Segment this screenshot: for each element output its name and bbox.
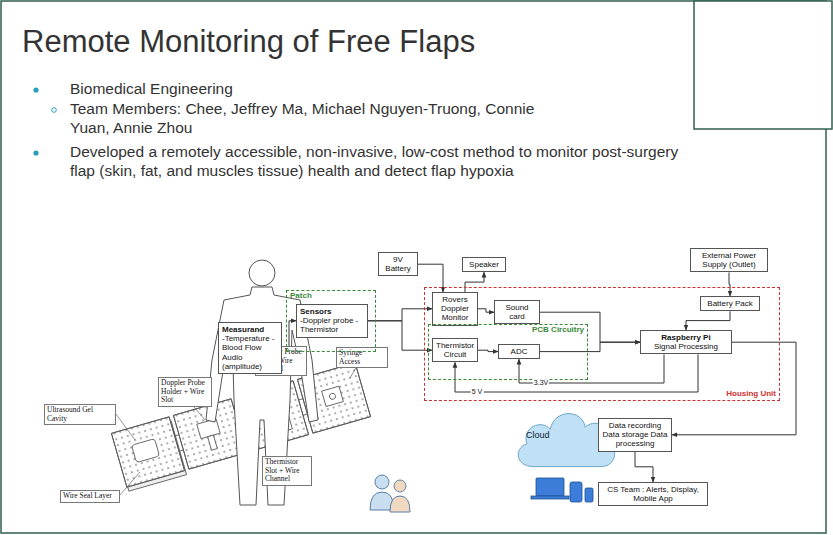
node-text: Thermistor Circuit xyxy=(436,341,474,359)
node-text: Measurand xyxy=(222,325,278,334)
connector xyxy=(478,309,494,312)
node-text: Raspberry Pi xyxy=(644,333,728,342)
data-box: Data recording Data storage Data process… xyxy=(598,418,672,452)
bullet-text: Biomedical Engineering xyxy=(70,80,590,99)
node-text: Cloud xyxy=(512,402,566,440)
component-box: Speaker xyxy=(462,257,506,272)
node-text: Battery Pack xyxy=(704,299,756,308)
callout-box: Wire Seal Layer xyxy=(60,490,120,503)
callout-box: Ultrasound Gel Cavity xyxy=(44,404,116,425)
sensor-box: Sensors-Doppler probe -Thermistor xyxy=(296,304,368,338)
node-text: Sound card xyxy=(498,303,536,321)
node-text: Doppler Probe Holder + Wire Slot xyxy=(161,379,209,405)
sub-bullet xyxy=(52,108,57,113)
callout-box: Thermistor Slot + Wire Channel xyxy=(262,456,312,486)
node-text: Speaker xyxy=(466,260,502,269)
node-text: External Power Supply (Outlet) xyxy=(694,251,764,269)
region-label: PCB Circuitry xyxy=(532,326,584,335)
callout-box: Doppler Probe Holder + Wire Slot xyxy=(158,377,212,407)
connector xyxy=(368,321,432,350)
corner-box xyxy=(694,1,832,129)
bullet-text: Developed a remotely accessible, non-inv… xyxy=(70,143,680,181)
connector xyxy=(478,350,498,351)
node-text: Wire Seal Layer xyxy=(63,492,117,501)
bullet xyxy=(33,87,38,92)
node-text: Thermistor Slot + Wire Channel xyxy=(265,458,309,484)
patch-region: PatchSensors-Doppler probe -Thermistor xyxy=(286,290,376,352)
people-icon xyxy=(370,475,410,512)
node-text: Sensors xyxy=(300,307,364,316)
pcb-region: PCB CircuitryThermistor Circuit ADC xyxy=(428,324,588,380)
node-text: ADC xyxy=(502,347,536,356)
region-label: Patch xyxy=(290,292,312,301)
connector xyxy=(729,272,730,296)
component-box: Rovers Doppler Monitor xyxy=(432,292,478,326)
node-text: Rovers Doppler Monitor xyxy=(436,295,474,323)
connector xyxy=(686,311,730,330)
slide-title: Remote Monitoring of Free Flaps xyxy=(22,24,475,60)
devices-icon xyxy=(531,478,593,502)
connector xyxy=(672,342,796,435)
connector xyxy=(455,354,698,392)
component-box: Thermistor Circuit xyxy=(432,338,478,362)
team-box: CS Team : Alerts, Display, Mobile App xyxy=(598,482,708,506)
bullet xyxy=(33,150,38,155)
housing-region: Housing Unit Rovers Doppler Monitor Sound … xyxy=(424,287,780,401)
node-detail: -Doppler probe -Thermistor xyxy=(300,316,364,334)
voltage-label: 3.3V xyxy=(533,379,549,387)
component-box: 9V Battery xyxy=(378,252,418,276)
node-text: Data recording Data storage Data process… xyxy=(602,421,668,449)
node-text: Ultrasound Gel Cavity xyxy=(47,406,113,423)
human-figure xyxy=(206,260,318,505)
region-label: Housing Unit xyxy=(726,390,776,399)
node-text: CS Team : Alerts, Display, Mobile App xyxy=(602,485,704,503)
measurand-box: Measurand-Temperature -Blood Flow Audio … xyxy=(218,322,282,374)
connector xyxy=(368,309,432,321)
connector xyxy=(465,272,484,292)
component-box: ADC xyxy=(498,344,540,359)
component-box: Battery Pack xyxy=(700,296,760,311)
voltage-label: 5 V xyxy=(471,388,484,396)
callout-box: Syringe Access xyxy=(336,347,388,368)
node-text: 9V Battery xyxy=(382,255,414,273)
component-box: External Power Supply (Outlet) xyxy=(690,248,768,272)
bullet-text: Team Members: Chee, Jeffrey Ma, Michael … xyxy=(70,100,570,138)
connector xyxy=(635,452,653,482)
connector xyxy=(282,321,296,348)
node-detail: Signal Processing xyxy=(644,342,728,351)
connector xyxy=(540,342,640,351)
component-box: Sound card xyxy=(494,300,540,324)
processor-box: Raspberry PiSignal Processing xyxy=(640,330,732,354)
node-detail: -Temperature -Blood Flow Audio (amplitud… xyxy=(222,334,278,371)
